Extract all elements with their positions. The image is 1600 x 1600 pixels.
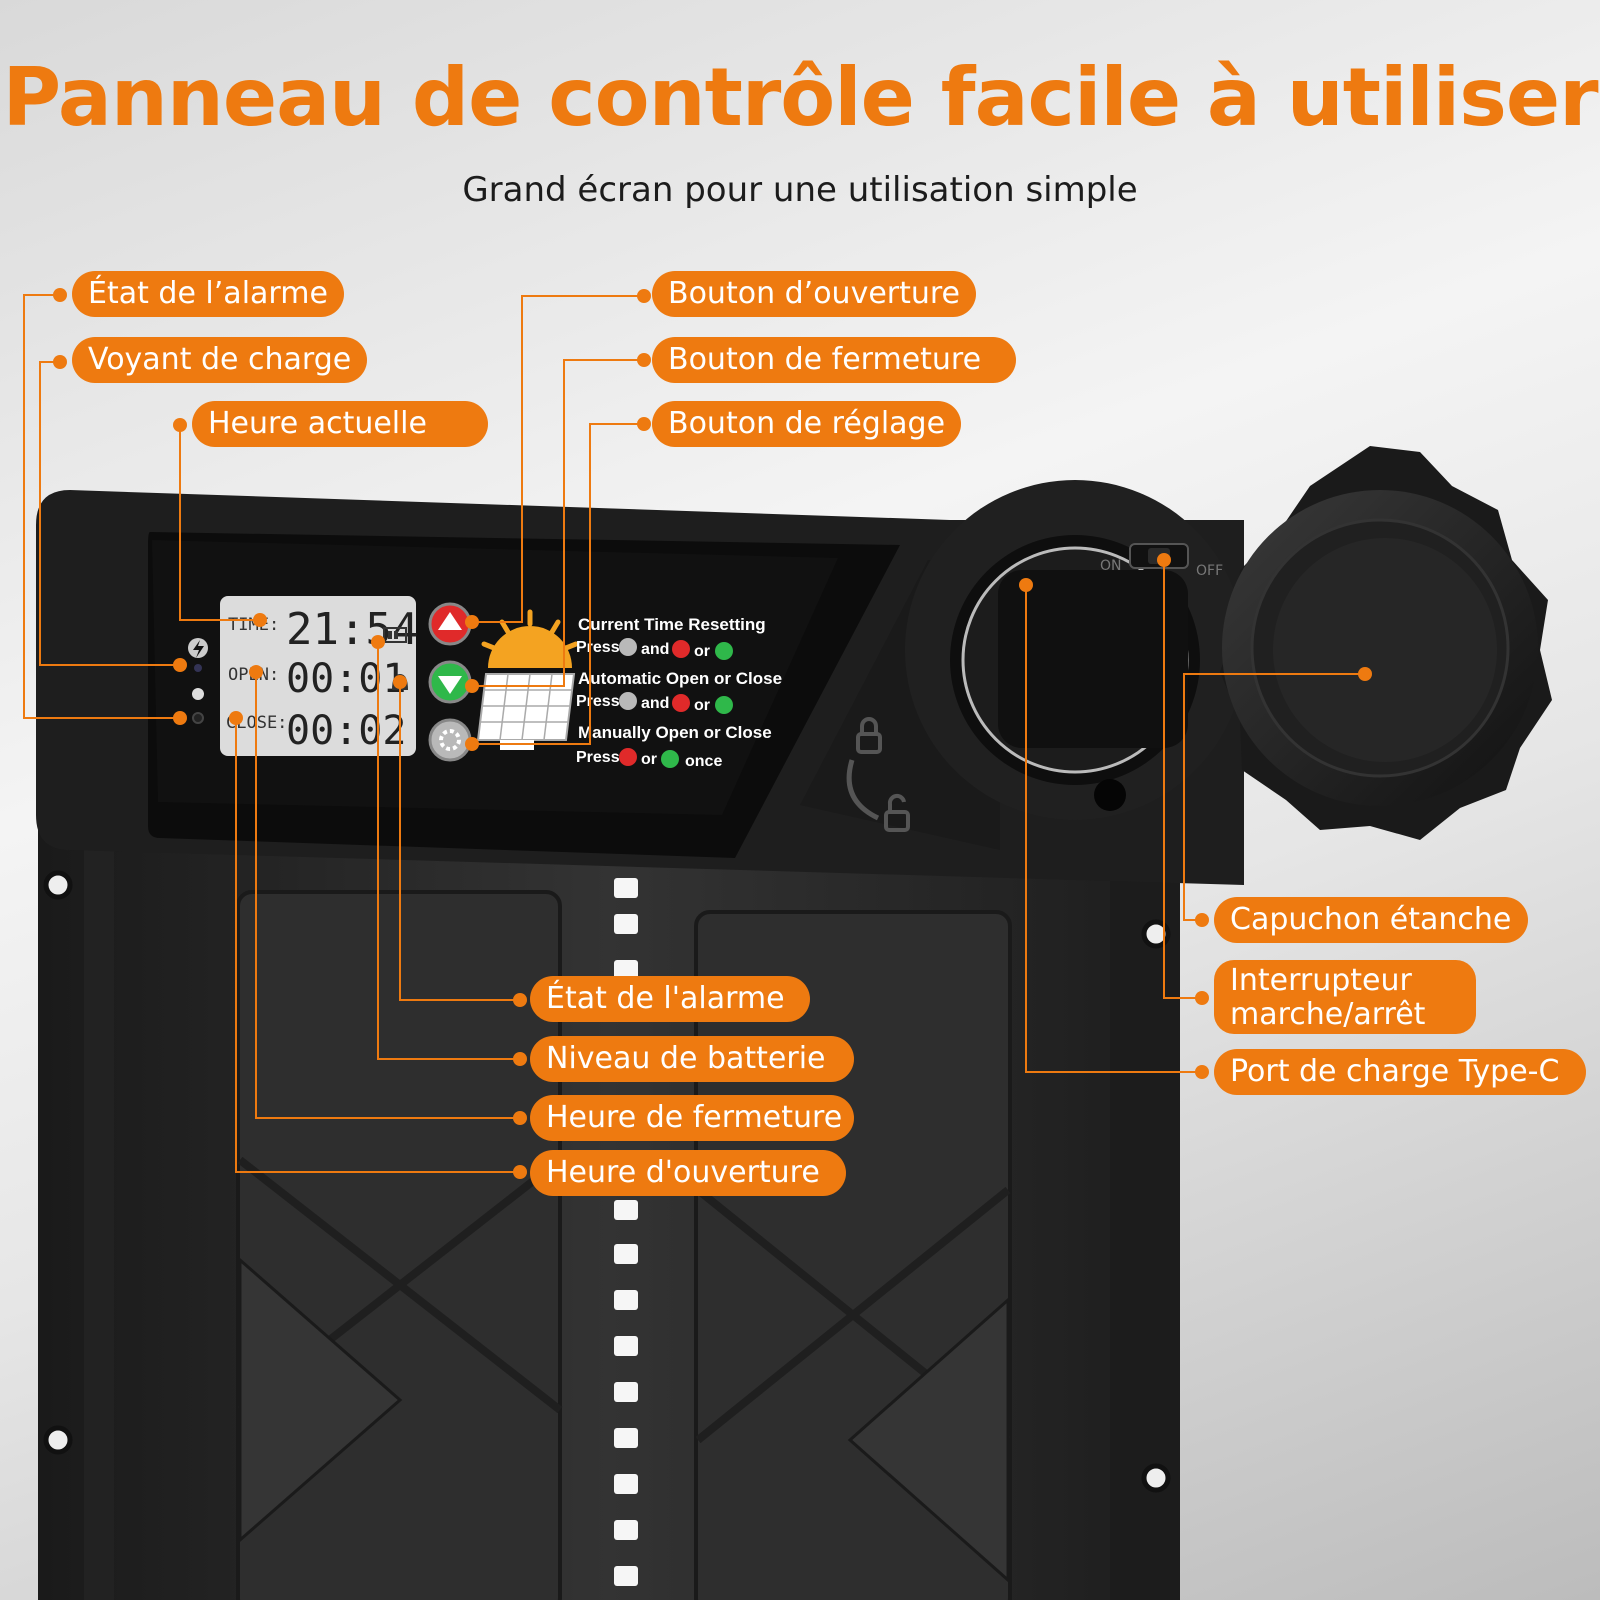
unlock-icon <box>884 793 910 832</box>
label-opening-time: Heure d'ouverture <box>530 1150 846 1196</box>
label-closing-time: Heure de fermeture <box>530 1095 854 1141</box>
label-charge-indicator: Voyant de charge <box>72 337 368 383</box>
label-close-button: Bouton de fermeture <box>652 337 1016 383</box>
settings-button[interactable] <box>428 718 472 762</box>
instr-1-press: Press <box>576 639 620 656</box>
switch-on-label: ON <box>1100 558 1122 574</box>
label-battery-level: Niveau de batterie <box>530 1036 854 1082</box>
instr-2-and: and <box>641 695 669 712</box>
instr-2-or: or <box>694 697 710 714</box>
lcd-open-value: 00:01 <box>286 656 406 702</box>
instructions-panel: Current Time Resetting Press and or Auto… <box>576 615 782 770</box>
instr-1-or: or <box>694 643 710 660</box>
label-power-switch: Interrupteur marche/arrêt <box>1214 960 1476 1034</box>
callout-lines <box>23 294 1365 1173</box>
page-subtitle: Grand écran pour une utilisation simple <box>462 170 1138 210</box>
lcd-display: TIME: 21:54 OPEN: 00:01 CLOSE: 00:02 <box>220 596 418 756</box>
close-button[interactable] <box>428 660 472 704</box>
label-type-c-port: Port de charge Type-C <box>1214 1049 1586 1095</box>
lcd-time-value: 21:54 <box>286 604 418 655</box>
label-open-button: Bouton d’ouverture <box>652 271 977 317</box>
label-current-time: Heure actuelle <box>192 401 488 447</box>
instr-3-title: Manually Open or Close <box>578 723 772 742</box>
charge-indicator <box>188 638 208 672</box>
instr-3-once: once <box>685 753 722 770</box>
instr-1-title: Current Time Resetting <box>578 615 766 634</box>
lcd-close-value: 00:02 <box>286 708 406 754</box>
label-settings-button: Bouton de réglage <box>652 401 962 447</box>
lock-icon <box>856 717 882 754</box>
waterproof-cap[interactable] <box>1220 446 1552 840</box>
rotate-arrow-icon <box>846 759 880 821</box>
gear-icon <box>439 729 461 751</box>
instr-3-or: or <box>641 751 657 768</box>
arrow-up-icon <box>438 612 462 630</box>
battery-icon <box>383 627 407 643</box>
port-housing <box>905 480 1245 820</box>
instr-3-press: Press <box>576 749 620 766</box>
switch-off-label: OFF <box>1196 563 1223 579</box>
label-alarm-state-top: État de l’alarme <box>72 271 344 317</box>
instr-2-title: Automatic Open or Close <box>578 669 782 688</box>
sun-icon <box>192 688 204 700</box>
arrow-down-icon <box>438 676 462 694</box>
instr-2-press: Press <box>576 693 620 710</box>
label-waterproof-cap: Capuchon étanche <box>1214 897 1528 943</box>
label-alarm-state-bottom: État de l'alarme <box>530 976 810 1022</box>
door-body <box>38 790 1180 1600</box>
open-button[interactable] <box>428 602 472 646</box>
callout-dots <box>53 288 1372 1179</box>
light-indicator <box>192 688 204 724</box>
lightning-icon <box>193 640 204 658</box>
page-title: Panneau de contrôle facile à utiliser <box>2 51 1598 144</box>
instr-1-and: and <box>641 641 669 658</box>
